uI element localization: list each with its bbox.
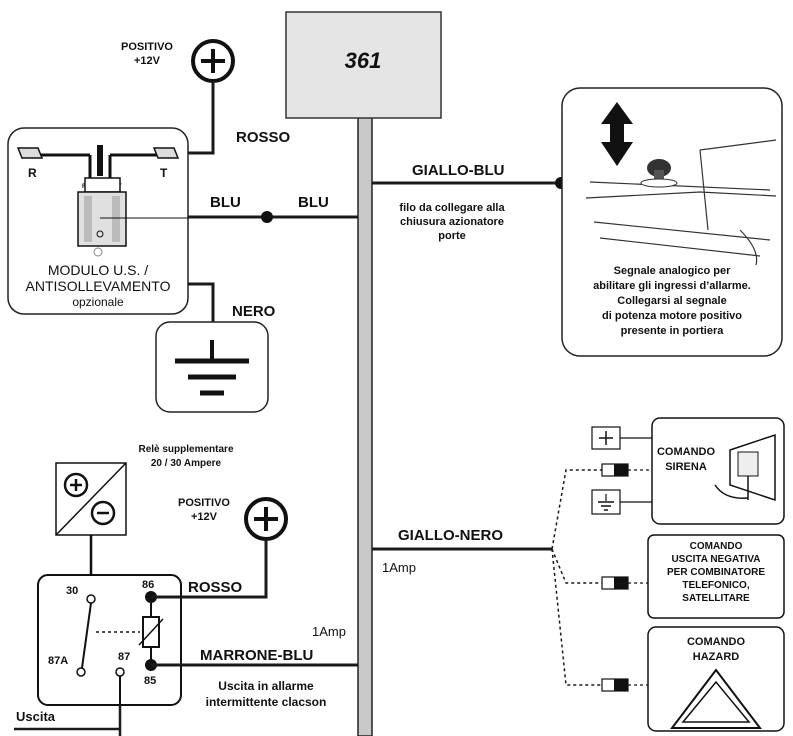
hazard-line2: HAZARD bbox=[693, 651, 739, 663]
module-optional: opzionale bbox=[72, 295, 124, 309]
giallo-nero-label: GIALLO-NERO bbox=[398, 527, 503, 544]
rosso-top-label: ROSSO bbox=[236, 129, 291, 146]
blu-left-label: BLU bbox=[210, 194, 241, 211]
plus-small-icon bbox=[63, 472, 89, 498]
relay-box: 30 86 87A 87 85 bbox=[37, 574, 182, 706]
module-r-label: R bbox=[28, 166, 37, 180]
combinatore-line5: SATELLITARE bbox=[682, 593, 750, 604]
positivo-top-label: POSITIVO bbox=[121, 41, 173, 53]
combinatore-line1: COMANDO bbox=[690, 541, 743, 552]
relay-pin-30: 30 bbox=[66, 585, 78, 597]
door-caption-1: Segnale analogico per bbox=[614, 265, 731, 277]
module-t-label: T bbox=[160, 166, 168, 180]
door-caption-2: abilitare gli ingressi d’allarme. bbox=[593, 280, 751, 292]
minus-small-icon bbox=[90, 500, 116, 526]
fuse-1amp-left: 1Amp bbox=[312, 624, 346, 639]
relay-title-1: Relè supplementare bbox=[138, 444, 233, 455]
sirena-line1: COMANDO bbox=[657, 446, 715, 458]
blu-right-label: BLU bbox=[298, 194, 329, 211]
blu-splice-node bbox=[261, 211, 273, 223]
unit-361-box: 361 bbox=[285, 11, 442, 119]
relay-pin-86: 86 bbox=[142, 579, 154, 591]
unit-361-label: 361 bbox=[345, 48, 382, 73]
relay-pin-87a: 87A bbox=[48, 655, 68, 667]
positivo-relay-label: POSITIVO bbox=[178, 497, 230, 509]
relay-supply-box bbox=[55, 462, 127, 536]
door-lock-knob-icon bbox=[640, 159, 678, 188]
combinatore-line2: USCITA NEGATIVA bbox=[671, 554, 760, 565]
combinatore-panel: COMANDO USCITA NEGATIVA PER COMBINATORE … bbox=[601, 534, 785, 619]
combinatore-line4: TELEFONICO, bbox=[682, 580, 749, 591]
plus-terminal-relay-icon bbox=[244, 497, 288, 541]
plus-terminal-top-icon bbox=[191, 39, 235, 83]
uscita-label: Uscita bbox=[16, 709, 56, 724]
hazard-triangle-icon bbox=[669, 668, 763, 729]
output-branches bbox=[551, 469, 602, 686]
central-harness bbox=[357, 99, 373, 736]
module-title-line2: ANTISOLLEVAMENTO bbox=[26, 278, 171, 294]
clacson-line2: intermittente clacson bbox=[206, 695, 327, 709]
door-note-line2: chiusura azionatore bbox=[400, 216, 504, 228]
hazard-panel: COMANDO HAZARD bbox=[601, 626, 785, 732]
t-connector-icon bbox=[152, 147, 180, 159]
sirena-line2: SIRENA bbox=[665, 461, 707, 473]
ground-box bbox=[155, 321, 269, 413]
sirena-panel: COMANDO SIRENA bbox=[591, 417, 785, 525]
module-title-line1: MODULO U.S. / bbox=[48, 262, 148, 278]
positivo-relay-volt: +12V bbox=[191, 511, 218, 523]
siren-horn-icon bbox=[714, 433, 776, 502]
combinatore-line3: PER COMBINATORE bbox=[667, 567, 765, 578]
rosso-wire-relay bbox=[151, 539, 268, 599]
giallo-blu-label: GIALLO-BLU bbox=[412, 162, 504, 179]
relay-title-2: 20 / 30 Ampere bbox=[151, 458, 222, 469]
door-caption-5: presente in portiera bbox=[621, 325, 725, 337]
door-note-line1: filo da collegare alla bbox=[399, 202, 505, 214]
nero-label: NERO bbox=[232, 303, 276, 320]
rosso-wire-top bbox=[180, 81, 215, 155]
hazard-line1: COMANDO bbox=[687, 636, 745, 648]
relay-pin-85: 85 bbox=[144, 675, 156, 687]
door-caption-3: Collegarsi al segnale bbox=[617, 295, 726, 307]
rosso-relay-label: ROSSO bbox=[188, 579, 243, 596]
door-caption-4: di potenza motore positivo bbox=[602, 310, 742, 322]
relay-pin-87: 87 bbox=[118, 651, 130, 663]
up-down-arrow-icon bbox=[601, 102, 633, 166]
door-note-line3: porte bbox=[438, 230, 466, 242]
marrone-blu-label: MARRONE-BLU bbox=[200, 647, 313, 664]
module-us-box: R T R T MODULO U.S. / ANTISOLLEVAMENTO o… bbox=[7, 127, 190, 315]
clacson-line1: Uscita in allarme bbox=[218, 679, 314, 693]
positivo-top-volt: +12V bbox=[134, 55, 161, 67]
fuse-1amp-right: 1Amp bbox=[382, 560, 416, 575]
door-panel: Segnale analogico per abilitare gli ingr… bbox=[561, 87, 783, 357]
r-connector-icon bbox=[16, 147, 44, 159]
